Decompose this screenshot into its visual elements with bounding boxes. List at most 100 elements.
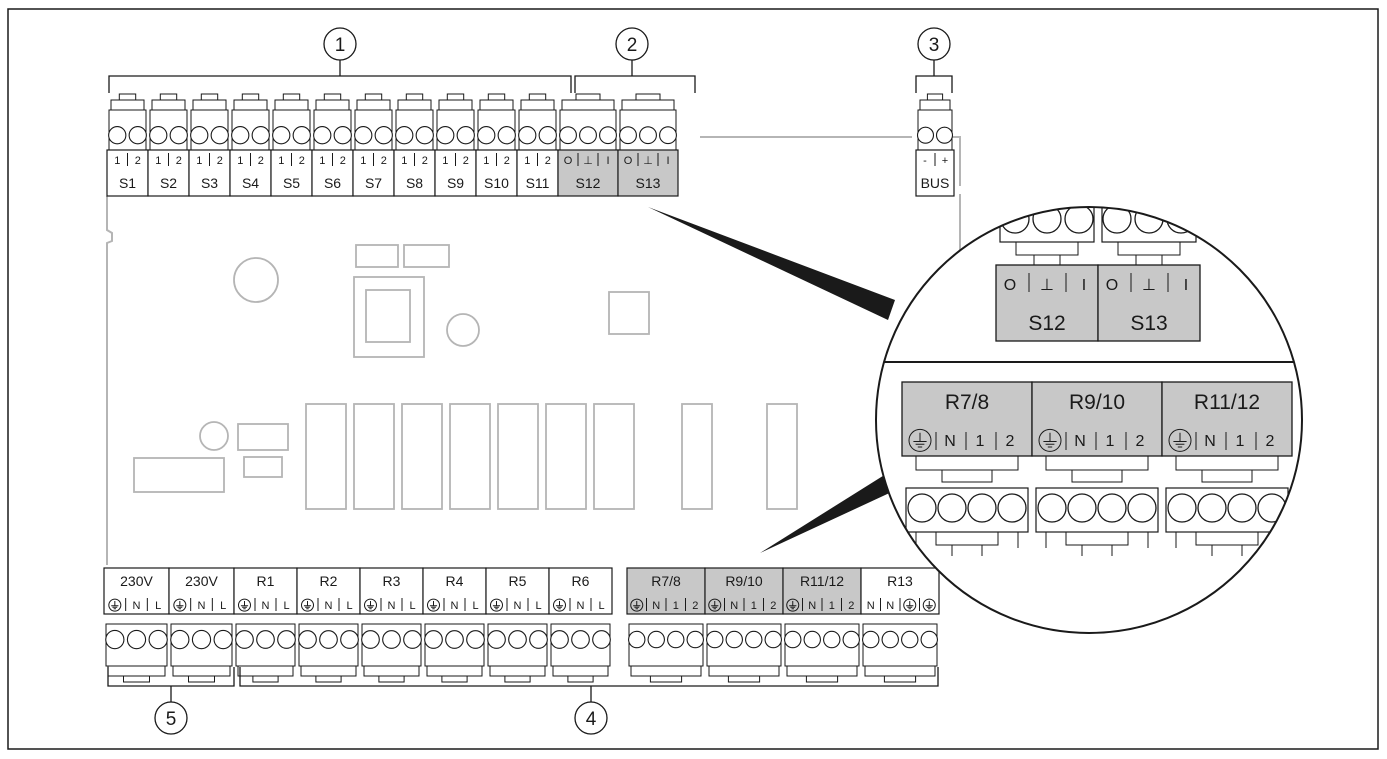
screw-block <box>706 623 782 683</box>
terminal-label-box <box>995 264 1099 342</box>
screw-block <box>354 93 393 151</box>
screw-block <box>235 623 296 683</box>
screw-block <box>518 93 557 151</box>
pin-label: 2 <box>1266 433 1275 450</box>
screw-icon <box>1167 493 1197 523</box>
screw-icon <box>149 126 168 145</box>
screw-icon <box>126 629 147 650</box>
ground-icon <box>490 598 503 612</box>
capacitor-small <box>446 313 480 347</box>
screw-icon <box>497 126 516 145</box>
component-b <box>243 456 283 478</box>
terminal-label: S6 <box>324 175 341 191</box>
pin-label: O <box>1004 277 1016 294</box>
transformer <box>353 276 425 358</box>
relay-3 <box>401 403 443 510</box>
terminal-label-box <box>475 149 518 197</box>
zoom-pointer-top <box>648 207 895 320</box>
screw-icon <box>354 126 373 145</box>
screw-block <box>298 623 359 683</box>
ground-icon <box>708 598 722 612</box>
ground-icon <box>786 598 800 612</box>
terminal-label: R7/8 <box>945 391 989 414</box>
capacitor-large <box>233 257 279 303</box>
pin-label: 1 <box>483 155 489 167</box>
pin-label: 1 <box>196 155 202 167</box>
component-a <box>237 423 289 451</box>
screw-icon <box>592 630 611 649</box>
screw-icon <box>382 630 401 649</box>
screw-icon <box>108 126 127 145</box>
component-c <box>133 457 225 493</box>
screw-block <box>424 623 485 683</box>
screw-icon <box>1067 493 1097 523</box>
screw-block <box>108 93 147 151</box>
callout-3-label: 3 <box>929 35 940 56</box>
bus-terminal: -+BUS <box>915 93 955 197</box>
terminal-label-box <box>548 567 613 615</box>
pin-label: 1 <box>976 433 985 450</box>
pin-label: 1 <box>442 155 448 167</box>
screw-block <box>916 93 954 151</box>
terminal-label-box <box>103 567 170 615</box>
zoom-pointer-bottom <box>760 474 896 553</box>
screw-icon <box>256 630 275 649</box>
pin-label: N <box>867 600 875 612</box>
screw-block <box>170 623 233 683</box>
terminal-label-box <box>1161 381 1293 457</box>
pin-label: 2 <box>692 600 698 612</box>
pin-label: 2 <box>340 155 346 167</box>
pin-label: 1 <box>751 600 757 612</box>
screw-icon <box>937 493 967 523</box>
zoom-pointers <box>648 207 896 553</box>
ground-icon <box>364 598 377 612</box>
callout-2: 2 <box>615 27 649 61</box>
screw-icon <box>456 126 475 145</box>
pin-label: L <box>283 600 289 612</box>
screw-block <box>395 93 434 151</box>
diagram-frame <box>7 8 1379 750</box>
terminal-label-box <box>617 149 679 197</box>
pin-label: 1 <box>319 155 325 167</box>
terminal-label: S11 <box>526 175 550 191</box>
screw-icon <box>477 126 496 145</box>
pin-label: 2 <box>422 155 428 167</box>
pin-label: L <box>535 600 541 612</box>
screw-icon <box>1064 207 1094 234</box>
screw-icon <box>559 126 577 145</box>
screw-icon <box>436 126 455 145</box>
screw-block <box>628 623 704 683</box>
terminal-label: R9/10 <box>725 573 763 589</box>
screw-block <box>313 93 352 151</box>
screw-icon <box>213 629 233 650</box>
pin-label: 2 <box>770 600 776 612</box>
pin-label: ⊥ <box>583 155 593 167</box>
screw-icon <box>508 630 527 649</box>
terminal-label-box <box>422 567 487 615</box>
screw-icon <box>1037 493 1067 523</box>
ground-icon <box>903 598 917 612</box>
pin-label: 1 <box>237 155 243 167</box>
pin-label: 2 <box>545 155 551 167</box>
pin-label: L <box>220 600 226 612</box>
terminal-label: R2 <box>320 573 338 589</box>
callout-4-label: 4 <box>586 709 597 730</box>
screw-icon <box>231 126 250 145</box>
terminal-label-box <box>860 567 940 615</box>
pin-label: N <box>133 600 141 612</box>
screw-icon <box>1102 207 1132 234</box>
pin-label: N <box>451 600 459 612</box>
transformer-core <box>365 289 411 343</box>
terminal-label: S13 <box>636 175 661 191</box>
